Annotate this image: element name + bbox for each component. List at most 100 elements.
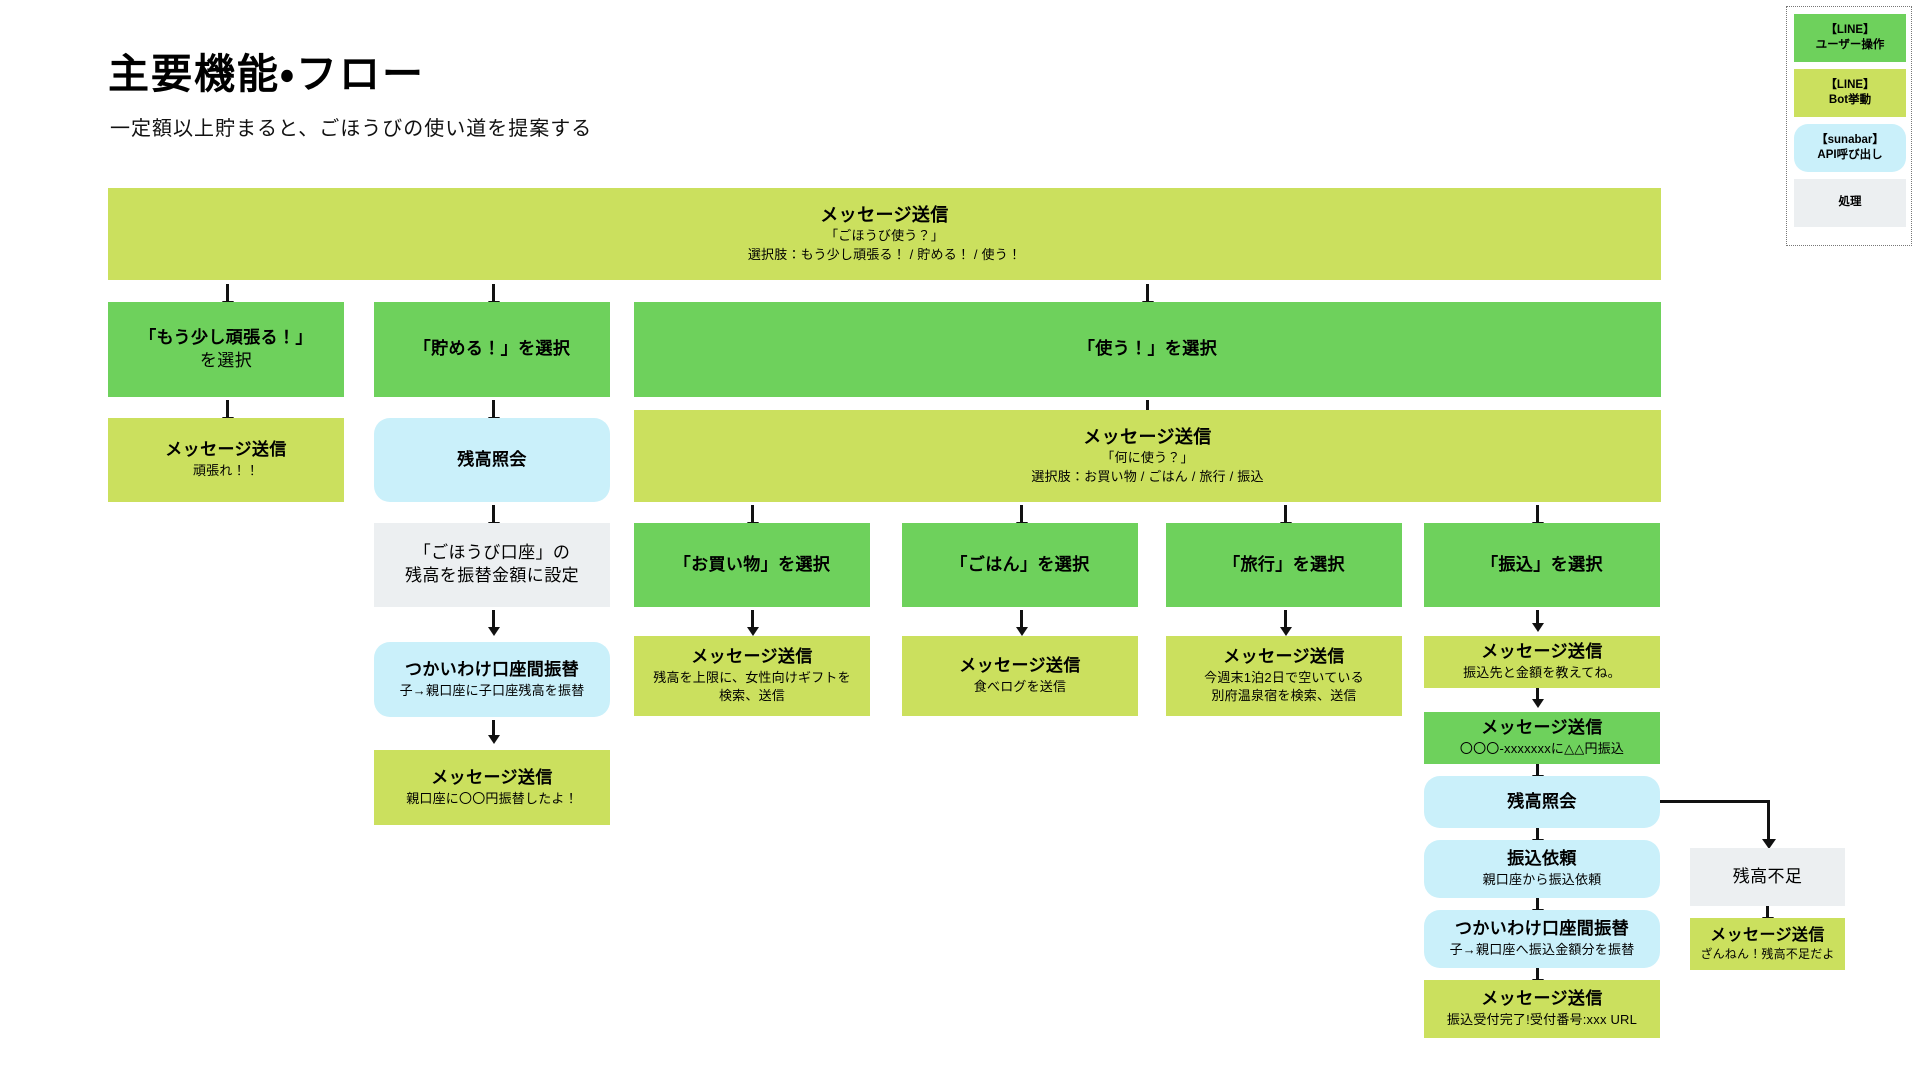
legend-line1: 【LINE】: [1825, 78, 1875, 91]
arrow-root-to-tsukau: [1146, 284, 1149, 302]
node-title: 「お買い物」を選択: [673, 554, 831, 574]
node-line3: 選択肢：もう少し頑張る！ / 貯める！ / 使う！: [747, 247, 1022, 263]
node-title: メッセージ送信: [1083, 427, 1212, 447]
arrow-to-furikomi: [1536, 505, 1539, 523]
legend-item-sunabar-api: 【sunabar】 API呼び出し: [1794, 124, 1906, 172]
node-insufficient-balance: 残高不足: [1690, 848, 1845, 906]
page-title: 主要機能・フロー: [108, 51, 425, 97]
node-title: メッセージ送信: [1481, 718, 1603, 738]
node-choice-tsukau[interactable]: 「使う！」を選択: [634, 302, 1661, 397]
node-title: 「振込」を選択: [1481, 554, 1603, 574]
legend-item-line-user: 【LINE】 ユーザー操作: [1794, 14, 1906, 62]
arrow-insufficient-to-message: [1766, 906, 1769, 918]
node-line2: を選択: [199, 350, 253, 370]
arrow-furikomi-to-message: [1536, 610, 1539, 624]
legend-panel: 【LINE】 ユーザー操作 【LINE】 Bot挙動 【sunabar】 API…: [1786, 6, 1912, 246]
arrow-ganbaru-to-message: [226, 400, 229, 418]
node-line1: 「ごほうび口座」の: [413, 543, 571, 563]
node-title: 残高不足: [1732, 866, 1803, 886]
node-title: メッセージ送信: [959, 656, 1081, 676]
node-line3: 別府温泉宿を検索、送信: [1211, 688, 1357, 704]
node-choice-ryoko[interactable]: 「旅行」を選択: [1166, 523, 1402, 607]
arrow-balance-to-request: [1536, 828, 1539, 840]
node-choice-ganbaru[interactable]: 「もう少し頑張る！」 を選択: [108, 302, 344, 397]
node-title: メッセージ送信: [820, 205, 949, 225]
node-line2: 子→親口座に子口座残高を振替: [399, 682, 585, 698]
arrow-request-to-transfer: [1536, 898, 1539, 910]
node-line2: 〇〇〇-xxxxxxxに△△円振込: [1459, 741, 1625, 757]
arrow-botmsg-to-usermsg: [1536, 688, 1539, 700]
legend-item-process: 処理: [1794, 179, 1906, 227]
node-root-message: メッセージ送信 「ごほうび使う？」 選択肢：もう少し頑張る！ / 貯める！ / …: [108, 188, 1661, 280]
node-set-transfer-amount: 「ごほうび口座」の 残高を振替金額に設定: [374, 523, 610, 607]
node-insufficient-message: メッセージ送信 ざんねん！残高不足だよ: [1690, 918, 1845, 970]
node-title: 「旅行」を選択: [1223, 554, 1345, 574]
node-tameru-account-transfer: つかいわけ口座間振替 子→親口座に子口座残高を振替: [374, 642, 610, 717]
connector-balance-to-insufficient-horizontal: [1660, 800, 1770, 803]
node-title: つかいわけ口座間振替: [1455, 919, 1629, 939]
node-line2: 親口座に〇〇円振替したよ！: [406, 790, 578, 806]
node-title: メッセージ送信: [1710, 926, 1825, 944]
node-line2: 頑張れ！！: [192, 463, 259, 479]
arrow-shopping-to-message: [751, 610, 754, 628]
node-title: 「ごはん」を選択: [950, 554, 1090, 574]
node-line3: 検索、送信: [718, 688, 785, 704]
page-subtitle: 一定額以上貯まると、ごほうびの使い道を提案する: [110, 118, 593, 140]
node-title: メッセージ送信: [1481, 642, 1603, 662]
arrow-transfer-to-message: [492, 720, 495, 736]
connector-balance-to-insufficient-vertical: [1767, 800, 1770, 840]
legend-line2: API呼び出し: [1817, 149, 1883, 161]
legend-line1: 【sunabar】: [1816, 133, 1884, 146]
node-furikomi-bot-message: メッセージ送信 振込先と金額を教えてね。: [1424, 636, 1660, 688]
node-line2: ざんねん！残高不足だよ: [1700, 947, 1835, 962]
node-title: メッセージ送信: [165, 440, 287, 460]
node-line2: 振込先と金額を教えてね。: [1463, 665, 1621, 681]
arrow-gohan-to-message: [1020, 610, 1023, 628]
arrow-usermsg-to-balance: [1536, 764, 1539, 776]
node-ryoko-message: メッセージ送信 今週末1泊2日で空いている 別府温泉宿を検索、送信: [1166, 636, 1402, 716]
arrow-ryoko-to-message: [1284, 610, 1287, 628]
node-line2: 残高を振替金額に設定: [405, 566, 579, 585]
node-line2: 振込受付完了!受付番号:xxx URL: [1446, 1012, 1638, 1028]
node-title: メッセージ送信: [1223, 646, 1345, 666]
node-line3: 選択肢：お買い物 / ごはん / 旅行 / 振込: [1031, 469, 1264, 485]
node-title: 「使う！」を選択: [1077, 339, 1218, 359]
legend-item-line-bot: 【LINE】 Bot挙動: [1794, 69, 1906, 117]
legend-line2: 処理: [1838, 196, 1862, 209]
node-furikomi-done-message: メッセージ送信 振込受付完了!受付番号:xxx URL: [1424, 980, 1660, 1038]
arrow-root-to-ganbaru: [226, 284, 229, 302]
node-furikomi-user-message[interactable]: メッセージ送信 〇〇〇-xxxxxxxに△△円振込: [1424, 712, 1660, 764]
node-ganbaru-message: メッセージ送信 頑張れ！！: [108, 418, 344, 502]
node-title: メッセージ送信: [1481, 989, 1603, 1009]
arrow-setting-to-transfer: [492, 610, 495, 628]
arrow-to-ryoko: [1284, 505, 1287, 523]
node-choice-furikomi[interactable]: 「振込」を選択: [1424, 523, 1660, 607]
node-tameru-done-message: メッセージ送信 親口座に〇〇円振替したよ！: [374, 750, 610, 825]
node-title: メッセージ送信: [431, 767, 553, 787]
node-choice-gohan[interactable]: 「ごはん」を選択: [902, 523, 1138, 607]
arrow-to-shopping: [751, 505, 754, 523]
node-shopping-message: メッセージ送信 残高を上限に、女性向けギフトを 検索、送信: [634, 636, 870, 716]
node-title: 「もう少し頑張る！」: [139, 327, 313, 347]
legend-line2: Bot挙動: [1828, 94, 1872, 106]
arrow-tsukau-to-message: [1146, 400, 1149, 418]
node-furikomi-balance-inquiry: 残高照会: [1424, 776, 1660, 828]
node-title: メッセージ送信: [691, 646, 813, 666]
node-line2: 親口座から振込依頼: [1482, 872, 1602, 888]
node-line2: 食べログを送信: [973, 679, 1067, 695]
node-tameru-balance-inquiry: 残高照会: [374, 418, 610, 502]
node-title: つかいわけ口座間振替: [405, 659, 579, 679]
legend-line2: ユーザー操作: [1815, 39, 1885, 51]
node-line2: 残高を上限に、女性向けギフトを: [653, 669, 851, 685]
node-choice-shopping[interactable]: 「お買い物」を選択: [634, 523, 870, 607]
node-furikomi-account-transfer: つかいわけ口座間振替 子→親口座へ振込金額分を振替: [1424, 910, 1660, 968]
legend-line1: 【LINE】: [1825, 23, 1875, 36]
arrow-balance-to-setting: [492, 505, 495, 523]
node-tsukau-message: メッセージ送信 「何に使う？」 選択肢：お買い物 / ごはん / 旅行 / 振込: [634, 410, 1661, 502]
node-title: 残高照会: [457, 449, 527, 469]
node-title: 残高照会: [1507, 791, 1577, 811]
node-line2: 「何に使う？」: [1101, 450, 1194, 466]
node-choice-tameru[interactable]: 「貯める！」を選択: [374, 302, 610, 397]
node-furikomi-request: 振込依頼 親口座から振込依頼: [1424, 840, 1660, 898]
